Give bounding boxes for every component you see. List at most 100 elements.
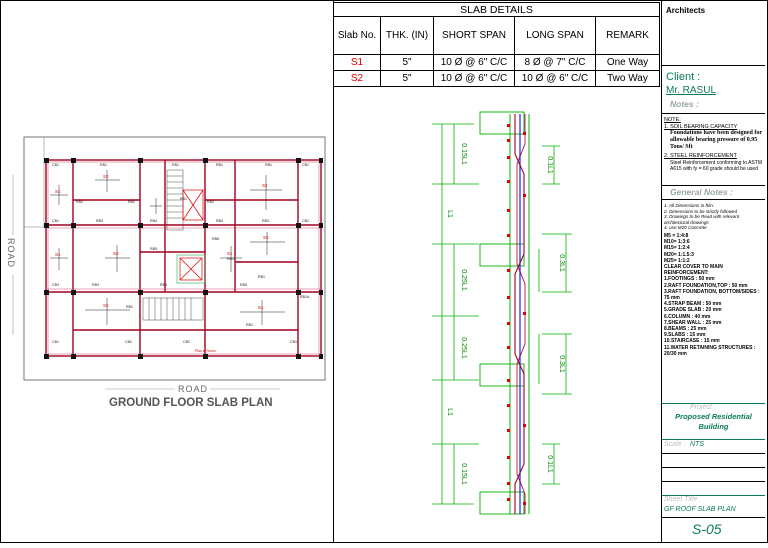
dim-left-2: L1	[446, 210, 453, 218]
header-slab-no: Slab No.	[333, 16, 381, 55]
svg-text:RB1: RB1	[258, 275, 265, 279]
cover-block: M5 = 1:4:8 M10= 1:3:6 M15= 1:2:4 M20= 1:…	[664, 233, 763, 357]
svg-text:RB1A: RB1A	[300, 295, 310, 299]
svg-text:RB3: RB3	[92, 283, 99, 287]
dim-right-3: 0.3L1	[558, 355, 565, 373]
cell-long-span: 8 Ø @ 7" C/C	[514, 54, 596, 71]
svg-text:RB5: RB5	[150, 247, 157, 251]
sheet-title: GF ROOF SLAB PLAN	[664, 506, 736, 513]
road-bottom-label: ROAD	[178, 384, 209, 394]
svg-text:S2: S2	[113, 251, 119, 256]
slab-section-area: 0.15L1 L1 0.25L1 0.25L1 L1 0.15L1 0.1L1 …	[334, 84, 661, 541]
svg-text:RB1: RB1	[180, 197, 187, 201]
cover-line: 9.SLABS : 15 mm	[664, 332, 706, 339]
svg-text:CB1: CB1	[52, 340, 59, 344]
dim-right-2: 0.3L1	[558, 254, 565, 272]
cell-slab-no: S1	[333, 54, 381, 71]
header-long-span: LONG SPAN	[514, 16, 596, 55]
svg-text:RB1: RB1	[227, 257, 234, 261]
svg-text:CB1: CB1	[290, 340, 297, 344]
cover-line: 8.BEAMS : 25 mm	[664, 326, 707, 333]
svg-text:S1: S1	[258, 305, 264, 310]
mix-line: M20= 1:1.5:3	[664, 251, 694, 258]
table-row: S1 5" 10 Ø @ 6" C/C 8 Ø @ 7" C/C One Way	[333, 54, 660, 71]
general-note: 2. Dimensions to be strictly followed	[664, 208, 738, 214]
slab-table-title: SLAB DETAILS	[333, 2, 660, 17]
project-label: Project :	[690, 404, 716, 411]
svg-text:S2: S2	[263, 235, 269, 240]
cover-line: 2.RAFT FOUNDATION,TOP : 50 mm	[664, 282, 748, 289]
note-heading: NOTE:	[664, 117, 681, 123]
title-block: Architects Client : Mr. RASUL Notes : NO…	[662, 1, 766, 541]
svg-text:RB2: RB2	[128, 200, 135, 204]
mix-line: M10= 1:3:6	[664, 239, 690, 246]
dim-right-1: 0.1L1	[546, 156, 553, 174]
general-note: 3. Drawings to be Read with relevant arc…	[664, 214, 740, 225]
cell-remark: Two Way	[595, 70, 660, 87]
dim-left-5: L1	[446, 408, 453, 416]
slab-section-drawing: 0.15L1 L1 0.25L1 0.25L1 L1 0.15L1 0.1L1 …	[432, 111, 572, 515]
svg-text:RB2: RB2	[126, 305, 133, 309]
svg-text:S1: S1	[55, 252, 61, 257]
cell-remark: One Way	[595, 54, 660, 71]
cell-short-span: 10 Ø @ 6" C/C	[433, 54, 515, 71]
svg-text:RB4: RB4	[160, 283, 167, 287]
svg-text:CB3: CB3	[52, 283, 59, 287]
cover-line: 6.COLUMN : 40 mm	[664, 313, 711, 320]
cover-line: 11.WATER RETAINING STRUCTURES : 20/30 mm	[664, 344, 756, 357]
svg-text:CB2: CB2	[125, 340, 132, 344]
svg-text:S1: S1	[227, 251, 233, 256]
svg-text:CB1: CB1	[302, 163, 309, 167]
road-left-label: ROAD	[6, 238, 16, 269]
mix-line: M5 = 1:4:8	[664, 233, 689, 239]
general-notes-label: General Notes :	[670, 187, 733, 197]
svg-text:RB4: RB4	[216, 219, 223, 223]
plan-slab-label: S1	[55, 189, 61, 194]
svg-text:RB2: RB2	[76, 200, 83, 204]
svg-text:RB3: RB3	[262, 219, 269, 223]
svg-text:RB6: RB6	[212, 237, 219, 241]
scale-label: Scale :	[664, 441, 686, 448]
mix-line: M15= 1:2:4	[664, 245, 690, 252]
dim-left-3: 0.25L1	[460, 269, 467, 291]
notes-label: Notes :	[670, 99, 699, 109]
dim-left-6: 0.15L1	[460, 463, 467, 485]
svg-text:CB1: CB1	[52, 219, 59, 223]
note-2-title: 2. STEEL REINFORCEMENT	[664, 153, 737, 159]
svg-text:RB4: RB4	[150, 219, 157, 223]
svg-text:CB1: CB1	[52, 163, 59, 167]
cover-title: CLEAR COVER TO MAIN REINFORCEMENT:	[664, 264, 723, 277]
slab-details-table: SLAB DETAILS Slab No. THK. (IN) SHORT SP…	[333, 2, 660, 87]
header-short-span: SHORT SPAN	[433, 16, 515, 55]
svg-text:S2: S2	[103, 303, 109, 308]
note-2-body: Steel Reinforcement conforming to ASTM A…	[670, 159, 762, 172]
note-1-body: Foundations have been designed for allow…	[670, 130, 762, 150]
cell-thickness: 5"	[380, 54, 434, 71]
svg-text:CB2: CB2	[183, 340, 190, 344]
svg-text:RB3: RB3	[96, 219, 103, 223]
svg-text:RB1: RB1	[265, 163, 272, 167]
svg-text:RB5: RB5	[240, 283, 247, 287]
svg-text:S2: S2	[262, 183, 268, 188]
sheet-number: S-05	[692, 521, 722, 537]
cell-long-span: 10 Ø @ 6" C/C	[514, 70, 596, 87]
dim-left-4: 0.25L1	[460, 337, 467, 359]
dim-left-1: 0.15L1	[460, 143, 467, 165]
cover-line: 1.FOOTINGS : 50 mm	[664, 276, 715, 283]
notes-block: NOTE: 1. SOIL BEARING CAPACITY Foundatio…	[664, 117, 763, 172]
project-name: Proposed Residential Building	[675, 412, 752, 431]
svg-text:CB1: CB1	[302, 219, 309, 223]
dim-right-4: 0.1L1	[546, 455, 553, 473]
cover-line: 5.GRADE SLAB : 20 mm	[664, 307, 722, 314]
scale-value: NTS	[690, 441, 704, 448]
sheet-title-label: Sheet Title	[664, 496, 698, 503]
svg-text:Plan to Room: Plan to Room	[195, 349, 216, 353]
cover-line: 3.RAFT FOUNDATION, BOTTOM/SIDES : 75 mm	[664, 288, 760, 302]
general-note: 1. All Dimensions in ft/in.	[664, 203, 715, 208]
mix-line: M25= 1:1:2	[664, 257, 690, 264]
svg-text:RB1: RB1	[246, 323, 253, 327]
table-row: S2 5" 10 Ø @ 6" C/C 10 Ø @ 6" C/C Two Wa…	[333, 70, 660, 87]
svg-text:RB2: RB2	[207, 200, 214, 204]
